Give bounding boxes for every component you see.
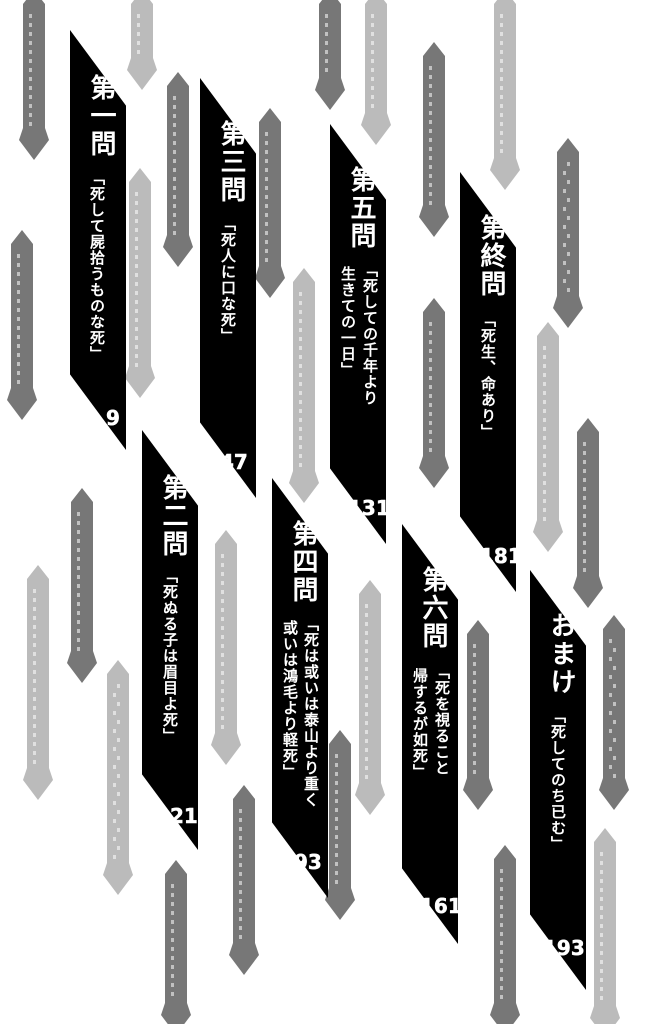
chapter-banner-4[interactable] (272, 478, 328, 898)
chapter-page-bonus: 193 (543, 936, 585, 961)
chapter-label-4: 第四問 (288, 520, 318, 604)
chapter-page-1: 9 (106, 406, 120, 431)
chapter-banner-final[interactable] (460, 172, 516, 592)
spike-ornament (533, 322, 563, 552)
chapter-page-final: 181 (480, 544, 522, 569)
chapter-label-3: 第三問 (216, 120, 246, 204)
chapter-label-1: 第一問 (86, 74, 116, 158)
chapter-page-5: 131 (348, 496, 390, 521)
chapter-label-5: 第五問 (346, 166, 376, 250)
chapter-title-1: 「死して屍拾うものな死」 (88, 170, 106, 362)
chapter-title-6b: 帰するが如死」 (411, 668, 429, 780)
chapter-title-5b: 生きての一日」 (339, 266, 357, 378)
chapter-title-final: 「死生、命あり」 (479, 312, 497, 440)
chapter-page-4: 93 (294, 850, 322, 875)
spike-ornament (289, 268, 319, 503)
chapter-label-final: 第終問 (476, 214, 506, 298)
chapter-banner-5[interactable] (330, 124, 386, 544)
spike-ornament (103, 660, 133, 895)
spike-ornament (419, 298, 449, 488)
chapter-title-4a: 「死は或いは泰山より重く (302, 616, 320, 808)
chapter-banner-2[interactable] (142, 430, 198, 850)
chapter-banner-bonus[interactable] (530, 570, 586, 990)
chapter-page-6: 161 (420, 894, 462, 919)
spike-ornament (127, 0, 157, 90)
chapter-banner-6[interactable] (402, 524, 458, 944)
spike-ornament (490, 0, 520, 190)
chapter-label-2: 第二問 (158, 474, 188, 558)
chapter-page-3: 47 (220, 450, 248, 475)
spike-ornament (361, 0, 391, 145)
chapter-title-4b: 或いは鴻毛より軽死」 (281, 620, 299, 780)
spike-ornament (19, 0, 49, 160)
spike-ornament (553, 138, 583, 328)
chapter-title-5a: 「死しての千年より (361, 262, 379, 406)
chapter-banner-1[interactable] (70, 30, 126, 450)
spike-ornament (23, 565, 53, 800)
spike-ornament (163, 72, 193, 267)
spike-ornament (229, 785, 259, 975)
chapter-title-6a: 「死を視ること (433, 664, 451, 776)
spike-ornament (490, 845, 520, 1024)
spike-ornament (325, 730, 355, 920)
chapter-title-2: 「死ぬる子は眉目よ死」 (161, 568, 179, 744)
chapter-title-bonus: 「死してのち已む」 (549, 708, 567, 852)
chapter-label-bonus: おまけ (546, 612, 576, 696)
chapter-banner-3[interactable] (200, 78, 256, 498)
spike-ornament (315, 0, 345, 110)
spike-ornament (7, 230, 37, 420)
spike-ornament (161, 860, 191, 1024)
spike-ornament (573, 418, 603, 608)
chapter-label-6: 第六問 (418, 566, 448, 650)
spike-ornament (255, 108, 285, 298)
spike-ornament (463, 620, 493, 810)
chapter-page-2: 21 (170, 804, 198, 829)
spike-ornament (67, 488, 97, 683)
spike-ornament (590, 828, 620, 1024)
spike-ornament (355, 580, 385, 815)
spike-ornament (419, 42, 449, 237)
spike-ornament (599, 615, 629, 810)
chapter-title-3: 「死人に口な死」 (219, 216, 237, 344)
spike-ornament (211, 530, 241, 765)
spike-ornament (125, 168, 155, 398)
